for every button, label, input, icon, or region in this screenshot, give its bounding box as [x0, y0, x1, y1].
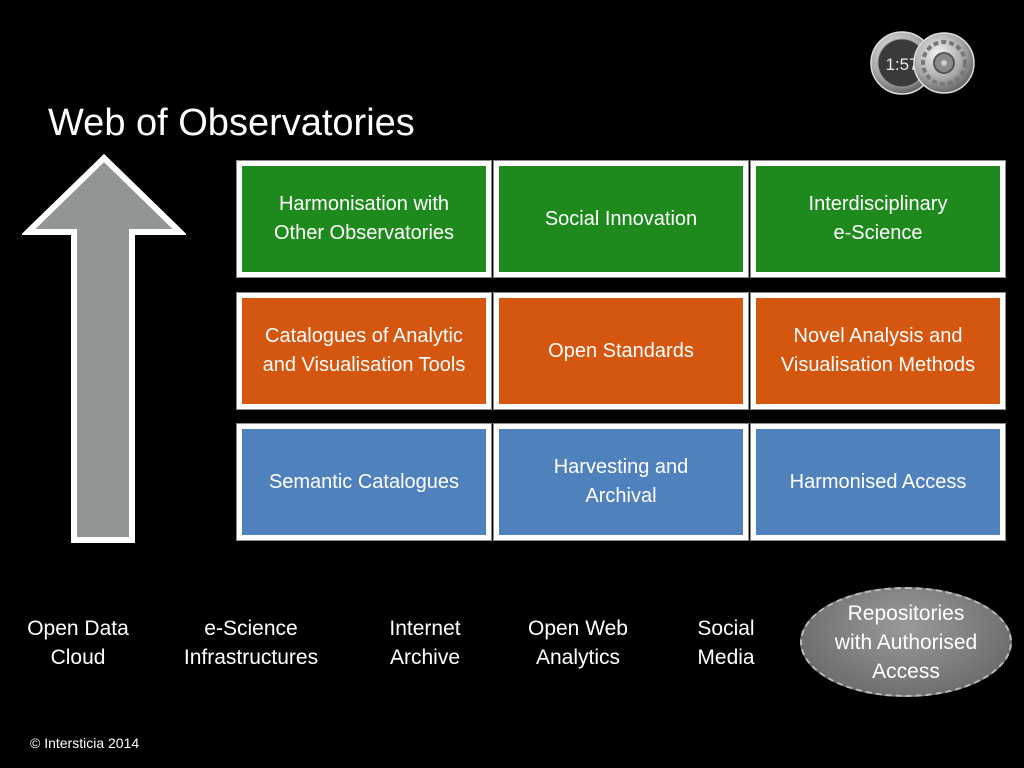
cell-line: Harmonisation with: [278, 193, 450, 215]
cell-line: Catalogues of Analytic: [265, 325, 463, 347]
label-line: e-Science: [204, 617, 298, 640]
slide-title: Web of Observatories: [48, 102, 415, 144]
clock-text: 1:57: [885, 55, 918, 74]
clock-gear-logo: 1:57: [870, 31, 975, 95]
cell-line: Other Observatories: [273, 222, 455, 244]
cell-interdisciplinary: Interdisciplinary e-Science: [750, 160, 1006, 278]
cell-line: and Visualisation Tools: [262, 354, 466, 376]
cell-line: Semantic Catalogues: [268, 470, 460, 493]
cell-line: e-Science: [833, 222, 923, 244]
label-line: Social: [697, 617, 755, 640]
label-line: Archive: [389, 646, 461, 669]
cell-social-innovation: Social Innovation: [493, 160, 749, 278]
cell-semantic-catalogues: Semantic Catalogues: [236, 423, 492, 541]
cell-open-standards: Open Standards: [493, 292, 749, 410]
highlight-repositories: Repositories with Authorised Access: [800, 587, 1012, 697]
upward-arrow: [22, 153, 186, 543]
label-line: Internet: [389, 617, 461, 640]
cell-line: Harmonised Access: [789, 470, 967, 493]
label-line: Open Data: [27, 617, 129, 640]
cell-line: Social Innovation: [544, 207, 698, 230]
highlight-line: Repositories: [847, 601, 965, 625]
cell-line: Archival: [585, 485, 657, 507]
cell-line: Open Standards: [548, 339, 694, 362]
highlight-line: Access: [872, 659, 940, 683]
label-line: Infrastructures: [183, 646, 319, 669]
label-line: Media: [697, 646, 755, 669]
highlight-line: with Authorised: [834, 630, 978, 654]
cell-line: Harvesting and: [553, 456, 689, 478]
label-line: Open Web: [527, 617, 628, 640]
cell-line: Novel Analysis and: [793, 325, 963, 347]
cell-line: Interdisciplinary: [808, 193, 948, 215]
cell-line: Visualisation Methods: [780, 354, 976, 376]
copyright-notice: © Intersticia 2014: [30, 735, 140, 751]
cell-harmonised-access: Harmonised Access: [750, 423, 1006, 541]
cell-catalogues-analytic: Catalogues of Analytic and Visualisation …: [236, 292, 492, 410]
label-line: Analytics: [535, 646, 621, 669]
label-line: Cloud: [50, 646, 106, 669]
